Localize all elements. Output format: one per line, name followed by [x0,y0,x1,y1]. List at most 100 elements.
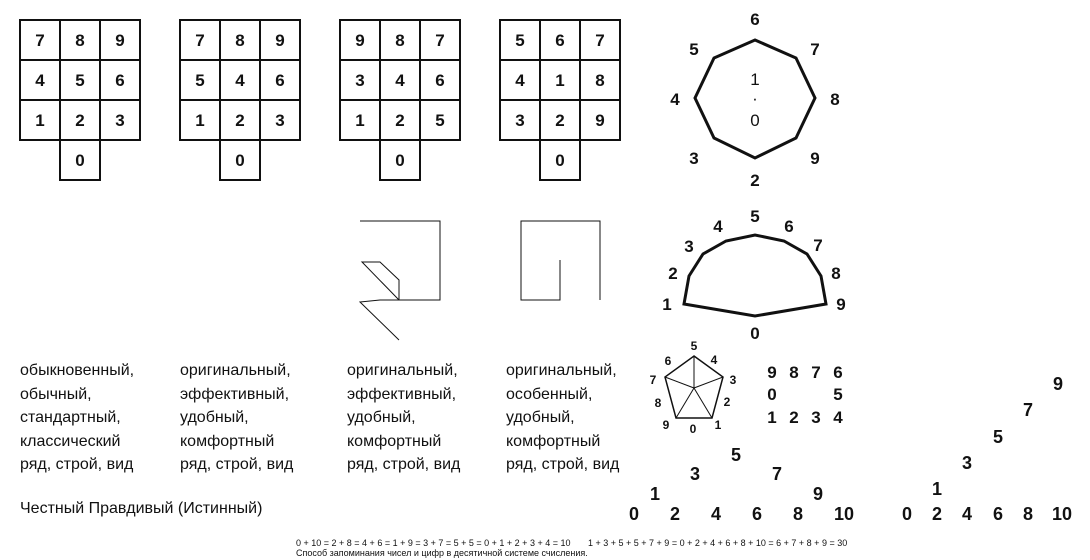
caption-column: оригинальный,эффективный,удобный,комфорт… [347,359,460,477]
grid-digit: 6 [833,363,842,382]
keypad-cell [259,99,301,141]
caption-line: ряд, строй, вид [20,456,134,473]
octagon-label: 3 [689,149,698,168]
zigzag-a-even: 10 [834,504,854,524]
arch-label: 8 [831,264,840,283]
pentagon-label: 4 [711,353,718,367]
octagon-label: 6 [750,10,759,29]
zigzag-line [358,220,441,341]
keypad-digit: 2 [75,111,84,130]
pentagon-label: 8 [655,396,662,410]
grid-digit: 8 [789,363,798,382]
keypad-digit: 3 [355,71,364,90]
pentagon-label: 3 [730,373,737,387]
keypad-digit: 0 [395,151,404,170]
keypad-digit: 3 [115,111,124,130]
keypad-cell [579,99,621,141]
zigzag-b-even: 8 [1023,504,1033,524]
zigzag-a-even: 0 [629,504,639,524]
zigzag-b-even: 4 [962,504,972,524]
keypad-digit: 8 [595,71,604,90]
keypad-digit: 3 [275,111,284,130]
octagon-label: 4 [670,90,680,109]
arch-label: 2 [668,264,677,283]
keypad-digit: 7 [35,31,44,50]
caption-line: обыкновенный, [20,362,135,379]
arch-label: 1 [662,295,671,314]
keypad-digit: 4 [395,71,405,90]
spiral-symbol [520,220,601,301]
zigzag-symbol [358,220,441,341]
arch-shape [682,233,828,318]
grid-digit: 3 [811,408,820,427]
formula-caption: Способ запоминания чисел и цифр в десяти… [296,548,588,558]
arch-label: 7 [813,236,822,255]
zigzag-b-odd: 9 [1053,374,1063,394]
keypad-digit: 3 [515,111,524,130]
keypad-digit: 5 [435,111,444,130]
keypad-cell [219,139,261,181]
spiral-line [520,220,601,301]
zigzag-a-odd: 3 [690,464,700,484]
pentagon-label: 9 [663,418,670,432]
zigzag-b-even: 2 [932,504,942,524]
octagon-center-dot: · [752,89,758,108]
keypad-digit: 0 [75,151,84,170]
keypad-cell [99,99,141,141]
grid-digit: 2 [789,408,798,427]
octagon-label: 8 [830,90,839,109]
grid-digit: 9 [767,363,776,382]
pentagon-label: 0 [690,422,697,436]
octagon-center-bottom: 0 [750,111,759,130]
keypad-cell [379,139,421,181]
keypad-digit: 2 [235,111,244,130]
caption-line: эффективный, [347,385,457,403]
zigzag-b-odd: 5 [993,427,1003,447]
pentagon-label: 7 [650,373,657,387]
keypad-digit: 8 [75,31,84,50]
keypad-digit: 9 [355,31,364,50]
zigzag-b-odd: 3 [962,453,972,473]
keypad-digit: 6 [275,71,284,90]
keypad-digit: 2 [555,111,564,130]
zigzag-a-even: 8 [793,504,803,524]
pentagon-label: 6 [665,354,672,368]
caption-line: комфортный [347,432,442,450]
zigzag-b-odd: 1 [932,479,942,499]
caption-line: оригинальный, [506,362,617,379]
octagon-label: 7 [810,40,819,59]
pentagon-label: 2 [724,395,731,409]
keypad-digit: 1 [355,111,364,130]
grid-digit: 5 [833,385,842,404]
keypad-digit: 8 [395,31,404,50]
caption-line: эффективный, [180,385,290,403]
octagon-center-top: 1 [750,70,759,89]
pentagon-label: 1 [715,418,722,432]
keypad-digit: 2 [395,111,404,130]
zigzag-b-even: 10 [1052,504,1072,524]
keypad-digit: 1 [555,71,564,90]
zigzag-a-odd: 9 [813,484,823,504]
zigzag-a-odd: 7 [772,464,782,484]
zigzag-a-odd: 1 [650,484,660,504]
arch-label: 4 [713,217,723,236]
zigzag-b-odd: 7 [1023,400,1033,420]
keypad-digit: 6 [115,71,124,90]
caption-line: оригинальный, [347,362,458,379]
keypad-digit: 0 [235,151,244,170]
pentagon-label: 5 [691,339,698,353]
caption-column: обыкновенный,обычный,стандартный,классич… [20,359,134,477]
grid-digit: 7 [811,363,820,382]
formula-line-1: 0 + 10 = 2 + 8 = 4 + 6 = 1 + 9 = 3 + 7 =… [296,538,571,548]
arch-label: 3 [684,237,693,256]
pentagon-spokes [664,356,724,419]
arch-label: 6 [784,217,793,236]
pentagon-diagram: 543 21 0 98 76 [650,339,737,436]
